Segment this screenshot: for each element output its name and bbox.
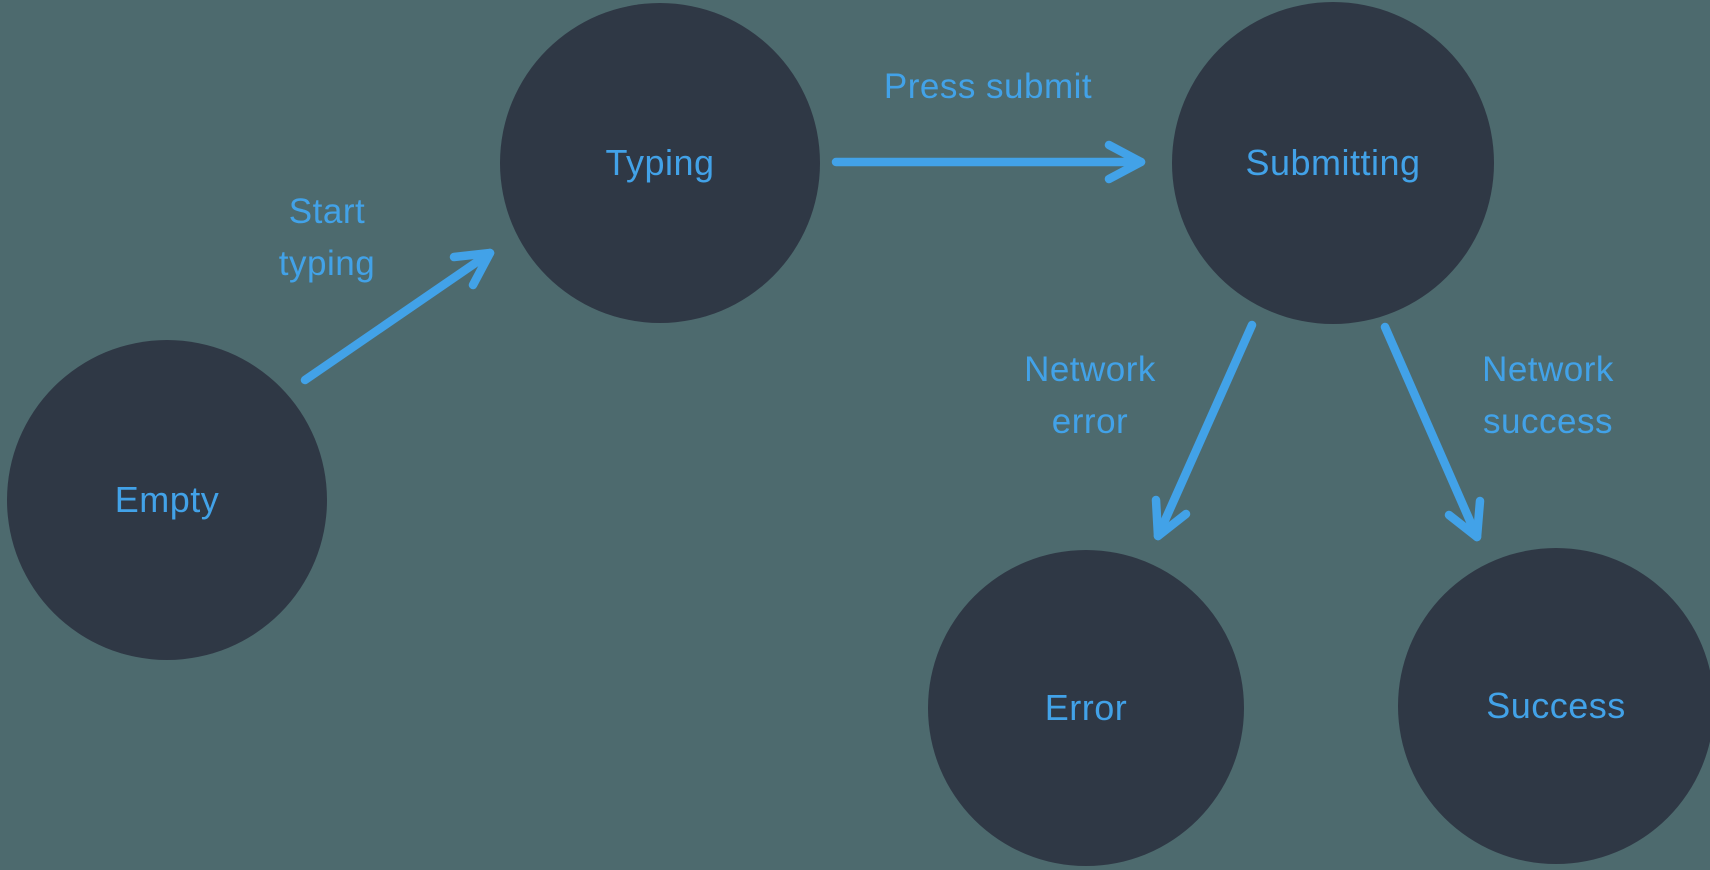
transition-label-line: Start [288, 192, 366, 231]
arrow-press-submit [831, 140, 1146, 184]
transition-label-network-error: Network error [960, 344, 1220, 448]
state-node-typing: Typing [500, 3, 820, 323]
transition-label-press-submit: Press submit [838, 61, 1138, 113]
transition-label-line: Press submit [883, 67, 1093, 106]
state-node-success: Success [1398, 548, 1710, 864]
state-node-empty: Empty [7, 340, 327, 660]
state-label-empty: Empty [114, 479, 220, 520]
state-node-submitting: Submitting [1172, 2, 1494, 324]
state-label-success: Success [1486, 685, 1626, 726]
state-label-typing: Typing [605, 142, 715, 183]
transition-label-network-success: Network success [1418, 344, 1678, 448]
state-label-submitting: Submitting [1245, 142, 1421, 183]
transition-label-line: Network [1482, 350, 1614, 389]
state-node-error: Error [928, 550, 1244, 866]
state-label-error: Error [1044, 687, 1128, 728]
transition-label-start-typing: Start typing [197, 186, 457, 290]
transition-label-line: typing [278, 244, 376, 283]
transition-label-line: success [1483, 402, 1613, 441]
transition-label-line: error [1051, 402, 1129, 441]
transition-label-line: Network [1024, 350, 1156, 389]
